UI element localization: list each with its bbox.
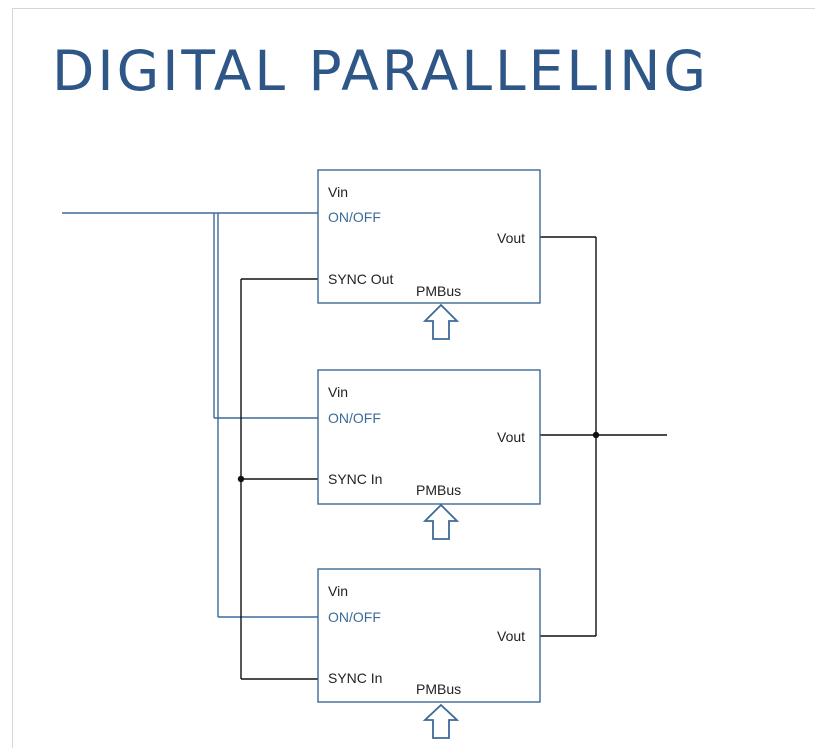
power-module-1: Vin ON/OFF Vout SYNC Out PMBus (317, 169, 541, 340)
sync-bus (240, 278, 318, 680)
vout-label: Vout (497, 230, 525, 246)
pmbus-label: PMBus (416, 482, 461, 498)
vout-label: Vout (497, 429, 525, 445)
vout-junction-dot (592, 431, 600, 439)
page-title: DIGITAL PARALLELING (52, 39, 710, 103)
pmbus-arrow-icon (422, 503, 460, 540)
pmbus-arrow-icon (422, 303, 460, 340)
sync-label: SYNC In (328, 670, 382, 686)
vout-bus (540, 236, 667, 637)
vin-bus (62, 212, 318, 618)
pmbus-label: PMBus (416, 283, 461, 299)
slide-border-left (12, 8, 13, 748)
pmbus-arrow-icon (422, 703, 460, 739)
module-box (317, 568, 541, 703)
module-box (317, 369, 541, 505)
power-module-2: Vin ON/OFF Vout SYNC In PMBus (317, 369, 541, 540)
pmbus-label: PMBus (416, 681, 461, 697)
slide-border-top (12, 8, 815, 9)
sync-junction-dot (237, 475, 245, 483)
onoff-label: ON/OFF (328, 609, 381, 625)
onoff-label: ON/OFF (328, 209, 381, 225)
vin-label: Vin (328, 583, 348, 599)
sync-label: SYNC Out (328, 271, 393, 287)
vin-label: Vin (328, 384, 348, 400)
sync-label: SYNC In (328, 471, 382, 487)
vin-label: Vin (328, 184, 348, 200)
onoff-label: ON/OFF (328, 410, 381, 426)
power-module-3: Vin ON/OFF Vout SYNC In PMBus (317, 568, 541, 739)
module-box (317, 169, 541, 304)
vout-label: Vout (497, 628, 525, 644)
